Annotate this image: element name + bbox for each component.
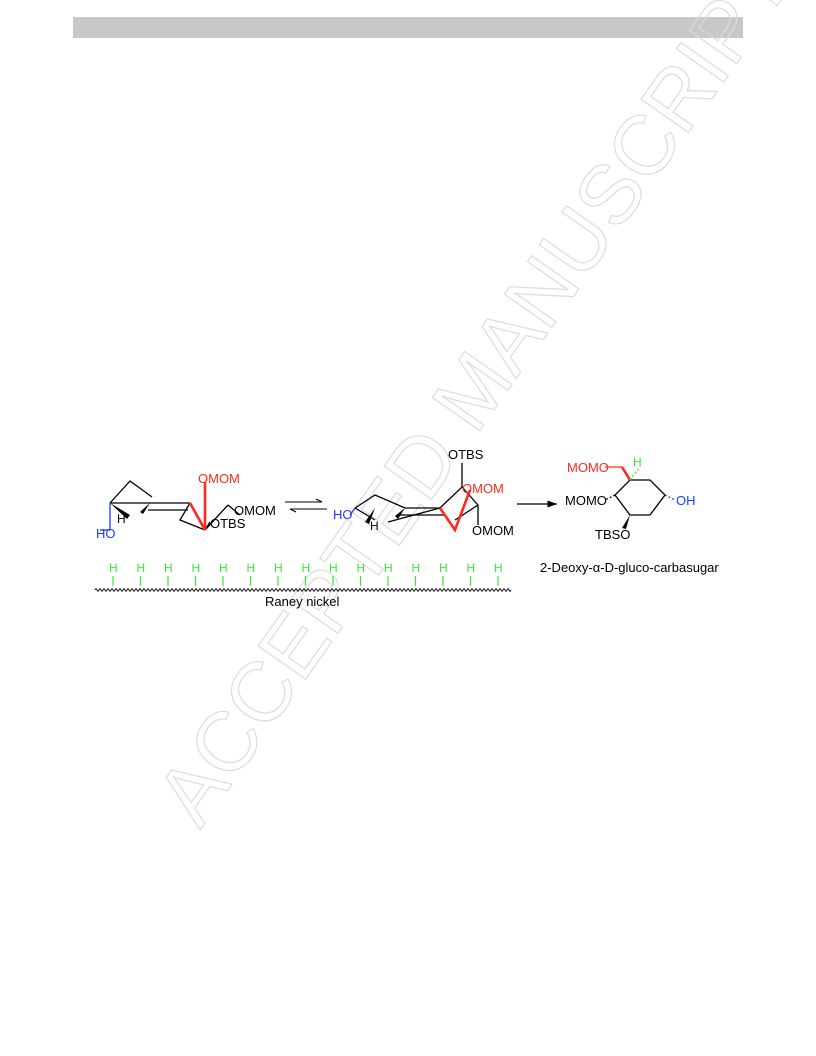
product-structure: [614, 479, 666, 516]
structure-2: [349, 463, 479, 525]
product-momo-top: MOMO: [567, 460, 609, 475]
raney-nickel-label: Raney nickel: [265, 594, 340, 609]
s1-ho: HO: [96, 526, 116, 541]
wedge-bond-1b: [140, 503, 150, 514]
surface-h-atom: H: [274, 561, 283, 575]
surface-h-atom: H: [467, 561, 476, 575]
header-bar: [73, 17, 743, 38]
s2-h: H: [370, 519, 379, 533]
surface-h-atom: H: [109, 561, 118, 575]
s2-omom-bottom: OMOM: [472, 523, 514, 538]
structure-1: [100, 480, 241, 531]
equilibrium-arrows: [285, 498, 327, 513]
surface-h-atom: H: [357, 561, 366, 575]
wedge-bond-2b: [395, 508, 405, 519]
product-name: 2-Deoxy-α-D-gluco-carbasugar: [540, 560, 719, 575]
surface-h-atom: H: [137, 561, 146, 575]
product-h-hash: [629, 466, 641, 481]
surface-h-atom: H: [494, 561, 503, 575]
surface-h-atom: H: [329, 561, 338, 575]
s2-red-bond: [438, 489, 472, 533]
surface-h-atom: H: [219, 561, 228, 575]
surface-h-atom: H: [192, 561, 201, 575]
surface-h-atom: H: [302, 561, 311, 575]
watermark: ACCEPTED MANUSCRIPT: [138, 0, 809, 840]
s1-omom-right: OMOM: [234, 503, 276, 518]
s1-otbs: OTBS: [210, 516, 246, 531]
s2-omom-top: OMOM: [462, 481, 504, 496]
product-momo-hash: [604, 494, 616, 501]
product-red-bond: [620, 466, 632, 481]
product-wedge: [622, 515, 630, 529]
wedge-bond-2: [365, 508, 375, 524]
product-momo-left: MOMO: [565, 493, 607, 508]
wedge-bond-1: [110, 503, 130, 519]
surface-h-atom: H: [439, 561, 448, 575]
product-tbso: TBSO: [595, 527, 630, 542]
s1-h: H: [117, 512, 126, 526]
surface-h-atom: H: [164, 561, 173, 575]
surface-h-atom: H: [384, 561, 393, 575]
s1-omom-top: OMOM: [198, 471, 240, 486]
product-oh: OH: [676, 493, 696, 508]
surface-h-atom: H: [247, 561, 256, 575]
product-h: H: [633, 455, 642, 469]
s2-ho: HO: [333, 507, 353, 522]
surface-h-atom: H: [412, 561, 421, 575]
surface-wavy-line: [94, 588, 512, 592]
s2-otbs: OTBS: [448, 447, 484, 462]
product-oh-hash: [664, 494, 676, 501]
